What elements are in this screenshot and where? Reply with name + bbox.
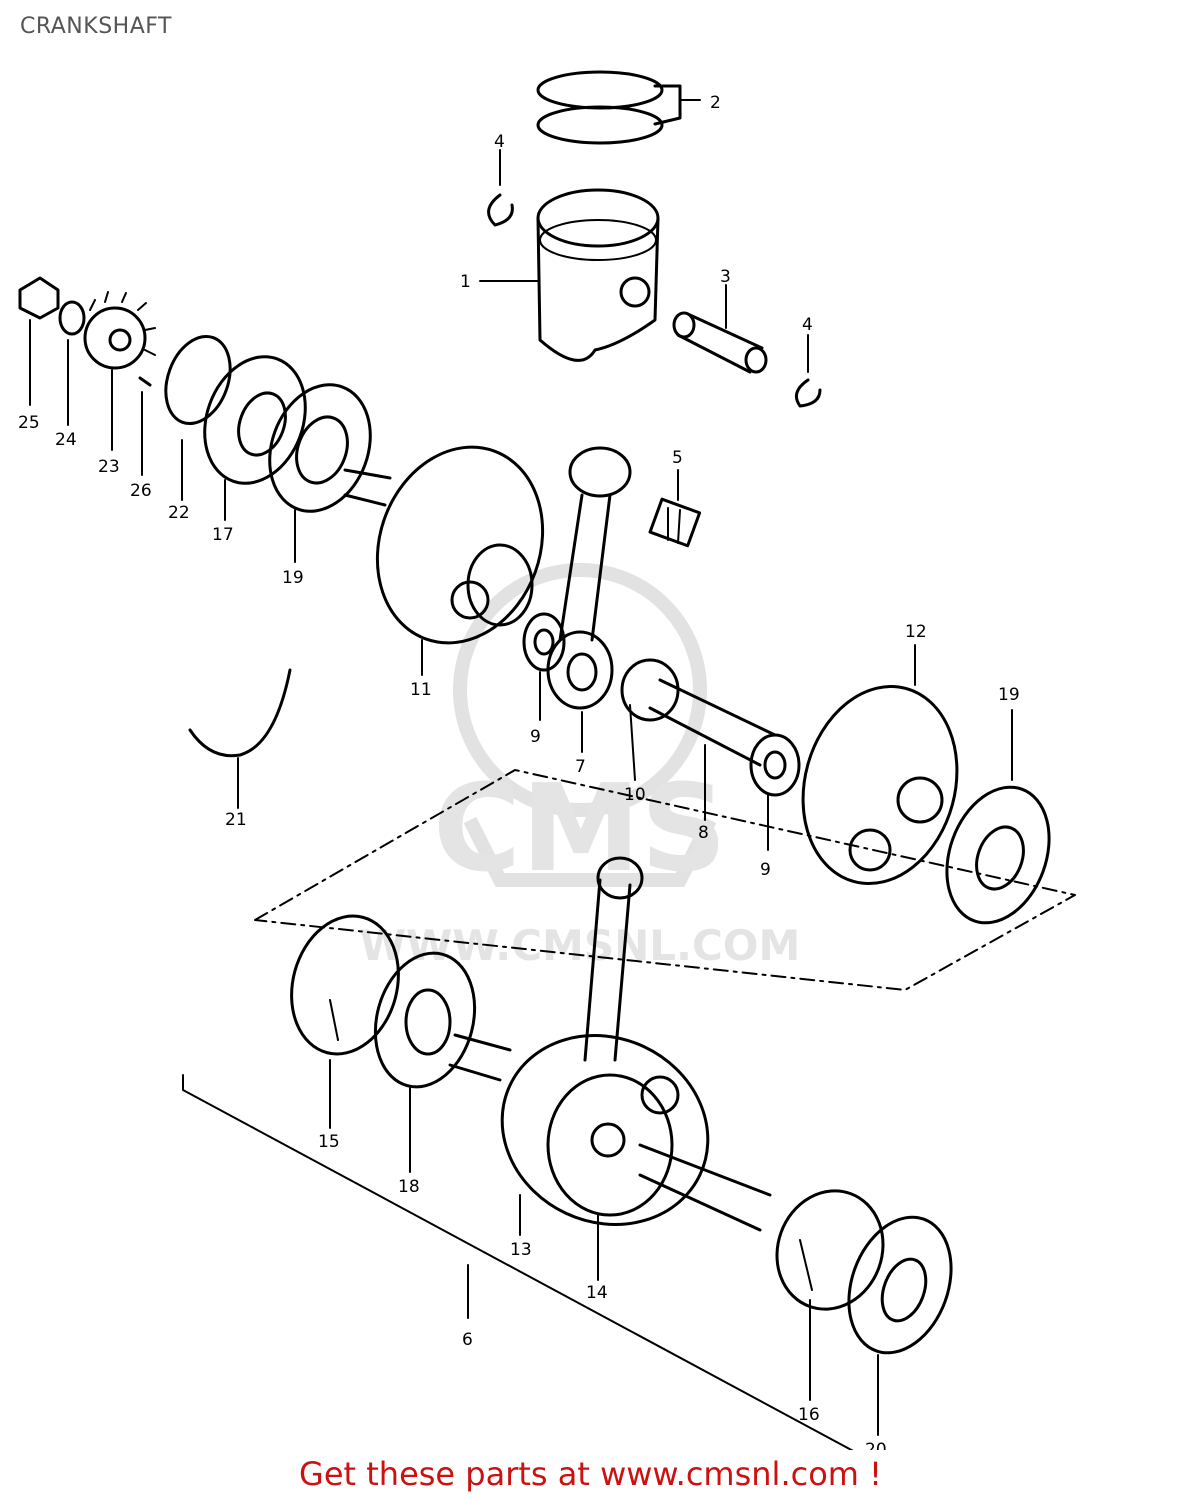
assembly-outline [254, 769, 1076, 991]
assembly-bracket-6 [182, 1074, 854, 1450]
part-crank-pin-bearing [620, 658, 680, 781]
footer-link-banner: Get these parts at www.cmsnl.com ! [0, 1455, 1181, 1493]
part-piston [479, 188, 660, 362]
callout-22: 22 [168, 503, 190, 523]
callout-5: 5 [672, 448, 683, 468]
page-title: CRANKSHAFT [20, 14, 172, 39]
part-seal-right [945, 709, 1051, 925]
part-con-rod [546, 446, 632, 753]
part-washer [58, 300, 86, 426]
part-bearing-lower-left [290, 914, 400, 1129]
part-gear [83, 291, 156, 451]
callout-19-right: 19 [998, 685, 1020, 705]
callout-6: 6 [462, 1330, 473, 1350]
part-clip-top [487, 149, 514, 227]
part-crankshaft-assembly [448, 856, 772, 1281]
callout-4-top: 4 [494, 132, 505, 152]
watermark-brand: CMS [433, 760, 727, 899]
callout-2: 2 [710, 93, 721, 113]
crankshaft-diagram: 2 4 1 3 4 25 24 23 26 22 17 19 5 11 12 1… [18, 70, 1076, 1450]
callout-23: 23 [98, 457, 120, 477]
callout-9-right: 9 [760, 860, 771, 880]
callout-14: 14 [586, 1283, 608, 1303]
callout-13: 13 [510, 1240, 532, 1260]
callout-17: 16 [798, 1405, 820, 1425]
callout-26: 26 [130, 481, 152, 501]
callout-15: 17 [212, 525, 234, 545]
part-thrust-washer-right [749, 733, 801, 851]
part-circlip [188, 668, 292, 809]
part-crank-pin [648, 678, 777, 821]
callout-20: 20 [865, 1440, 887, 1450]
callout-4-right: 4 [802, 315, 813, 335]
part-clip-right [794, 334, 822, 408]
callout-12: 12 [905, 622, 927, 642]
callout-18: 19 [282, 568, 304, 588]
callout-24: 24 [55, 430, 77, 450]
part-piston-rings [536, 70, 701, 145]
callout-11: 11 [410, 680, 432, 700]
callout-21: 21 [225, 810, 247, 830]
part-crank-left [343, 445, 545, 676]
part-bearing-left [203, 355, 307, 521]
callout-19-lower: 18 [398, 1177, 420, 1197]
callout-9-left: 9 [530, 727, 541, 747]
callout-labels: 2 4 1 3 4 25 24 23 26 22 17 19 5 11 12 1… [18, 93, 1020, 1450]
part-bearing-lower-right [775, 1189, 885, 1401]
cms-watermark: CMS WWW.CMSNL.COM [360, 563, 801, 970]
callout-3: 3 [720, 267, 731, 287]
part-thrust-washer-left [522, 612, 566, 721]
part-seal-lower-right [847, 1215, 953, 1436]
callout-25: 25 [18, 413, 40, 433]
callout-10: 10 [624, 785, 646, 805]
callout-1: 1 [460, 272, 471, 292]
part-crank-right [801, 644, 959, 886]
part-seal-lower-left [373, 951, 477, 1173]
callout-8: 8 [698, 823, 709, 843]
part-key [138, 376, 152, 476]
part-seal-left [268, 383, 372, 563]
part-shim [164, 334, 232, 501]
part-piston-pin [672, 284, 768, 374]
cmsnl-link[interactable]: Get these parts at www.cmsnl.com ! [299, 1455, 882, 1493]
callout-7: 7 [575, 757, 586, 777]
callout-16: 15 [318, 1132, 340, 1152]
part-nut [18, 276, 60, 406]
watermark-url: WWW.CMSNL.COM [360, 921, 801, 970]
part-needle-bearing [648, 469, 702, 548]
